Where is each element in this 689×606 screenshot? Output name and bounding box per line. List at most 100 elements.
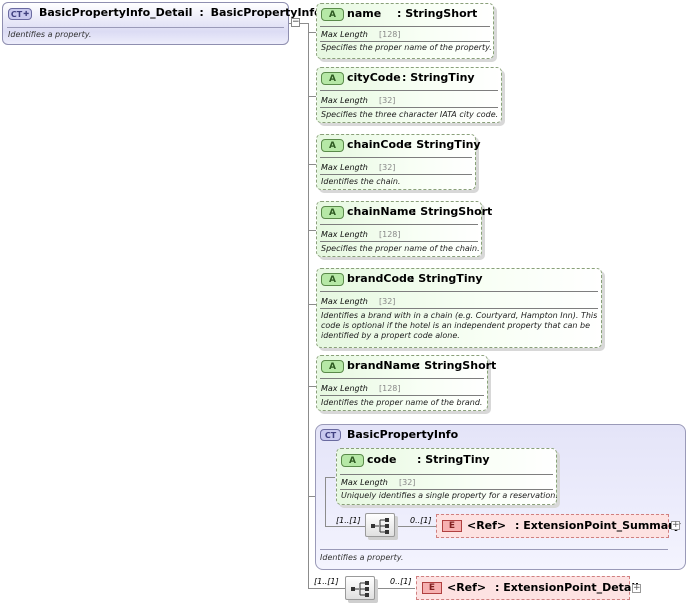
attribute-name: chainCode [347, 138, 412, 151]
element-ref-extensionpoint-summary[interactable]: E <Ref> : ExtensionPoint_Summary [436, 514, 681, 538]
attribute-name: chainName [347, 205, 416, 218]
divider [320, 378, 484, 379]
attribute-box-brandname[interactable]: A brandName : StringShort Max Length [12… [316, 355, 496, 411]
divider [7, 27, 284, 28]
attribute-icon: A [341, 454, 364, 467]
connector-line [308, 230, 316, 231]
occurrence-label: 0..[1] [390, 577, 412, 586]
attribute-type: : StringTiny [417, 453, 490, 466]
attribute-icon: A [321, 8, 344, 21]
element-ref-extensionpoint-detail[interactable]: E <Ref> : ExtensionPoint_Detail [416, 576, 639, 600]
sequence-icon [371, 518, 389, 534]
connector-line [308, 386, 316, 387]
connector-line [308, 32, 316, 33]
facet-value: [32] [399, 478, 416, 487]
attribute-icon: A [321, 206, 344, 219]
connector-line [308, 588, 345, 589]
facet-label: Max Length [341, 478, 388, 487]
attribute-icon: A [321, 360, 344, 373]
sequence-compositor[interactable] [345, 576, 375, 600]
attribute-name: cityCode [347, 71, 401, 84]
attribute-type: : StringShort [412, 205, 493, 218]
facet-label: Max Length [321, 163, 368, 172]
divider [320, 107, 498, 108]
connector-line [325, 477, 326, 526]
attribute-description: Specifies the proper name of the propert… [321, 43, 492, 52]
element-icon: E [442, 520, 462, 532]
facet-label: Max Length [321, 96, 368, 105]
attribute-icon: A [321, 273, 344, 286]
attribute-type: : StringShort [397, 7, 478, 20]
facet-value: [32] [379, 96, 396, 105]
connector-line [396, 526, 436, 527]
facet-value: [32] [379, 163, 396, 172]
attribute-type: : StringTiny [402, 71, 475, 84]
divider [320, 308, 598, 309]
facet-value: [32] [379, 297, 396, 306]
facet-value: [128] [379, 384, 401, 393]
element-ref-label: <Ref> [467, 519, 507, 532]
divider [340, 474, 553, 475]
attribute-box-brandcode[interactable]: A brandCode : StringTiny Max Length [32]… [316, 268, 602, 348]
attribute-icon: A [321, 72, 344, 85]
divider [320, 174, 472, 175]
connector-line [308, 96, 316, 97]
attribute-name: brandName [347, 359, 419, 372]
expand-toggle[interactable]: + [632, 583, 641, 593]
occurrence-label: [1..[1] [336, 516, 361, 525]
occurrence-label: 0..[1] [410, 516, 432, 525]
connector-trunk [308, 23, 309, 589]
attribute-name: name [347, 7, 382, 20]
attribute-description: Identifies the proper name of the brand. [321, 398, 483, 407]
attribute-name: brandCode [347, 272, 415, 285]
sequence-icon [351, 581, 369, 597]
element-type: : ExtensionPoint_Summary [515, 519, 681, 532]
facet-value: [128] [379, 30, 401, 39]
attribute-description: Specifies the three character IATA city … [321, 110, 499, 119]
facet-label: Max Length [321, 384, 368, 393]
divider [320, 241, 478, 242]
base-type-description: Identifies a property. [320, 553, 404, 562]
connector-line [375, 588, 415, 589]
divider [320, 41, 490, 42]
divider [320, 90, 498, 91]
expand-toggle[interactable]: + [671, 520, 680, 530]
connector-line [325, 526, 366, 527]
complex-type-base: BasicPropertyInfo [210, 6, 322, 19]
attribute-type: : StringTiny [408, 138, 481, 151]
occurrence-label: [1..[1] [314, 577, 339, 586]
complex-type-description: Identifies a property. [8, 30, 92, 39]
base-type-title: BasicPropertyInfo [347, 428, 459, 441]
attribute-box-chainname[interactable]: A chainName : StringShort Max Length [12… [316, 201, 492, 257]
attribute-box-name[interactable]: A name : StringShort Max Length [128] Sp… [316, 3, 494, 59]
collapse-toggle[interactable]: − [291, 17, 300, 27]
sequence-compositor[interactable] [365, 513, 395, 537]
attribute-type: : StringTiny [410, 272, 483, 285]
attribute-description: Identifies a brand with in a chain (e.g.… [321, 311, 598, 340]
attribute-description: Uniquely identifies a single property fo… [341, 491, 558, 500]
divider [320, 291, 598, 292]
attribute-box-citycode[interactable]: A cityCode : StringTiny Max Length [32] … [316, 67, 502, 123]
divider [320, 395, 484, 396]
attribute-description: Identifies the chain. [321, 177, 401, 186]
attribute-box-chaincode[interactable]: A chainCode : StringTiny Max Length [32]… [316, 134, 481, 190]
attribute-box-code[interactable]: A code : StringTiny Max Length [32] Uniq… [336, 448, 558, 505]
attribute-name: code [367, 453, 397, 466]
facet-label: Max Length [321, 297, 368, 306]
complex-type-icon: CT [320, 429, 341, 441]
attribute-icon: A [321, 139, 344, 152]
connector-line [325, 477, 335, 478]
connector-line [308, 164, 316, 165]
complex-type-box[interactable]: CT✚ BasicPropertyInfo_Detail : BasicProp… [2, 2, 322, 45]
divider [320, 157, 472, 158]
connector-line [300, 23, 308, 24]
facet-value: [128] [379, 230, 401, 239]
divider [320, 224, 478, 225]
element-type: : ExtensionPoint_Detail [495, 581, 639, 594]
attribute-description: Specifies the proper name of the chain. [321, 244, 480, 253]
connector-line [308, 304, 316, 305]
divider [340, 489, 553, 490]
divider [320, 549, 668, 550]
complex-type-icon: CT✚ [8, 8, 32, 20]
element-ref-label: <Ref> [447, 581, 487, 594]
